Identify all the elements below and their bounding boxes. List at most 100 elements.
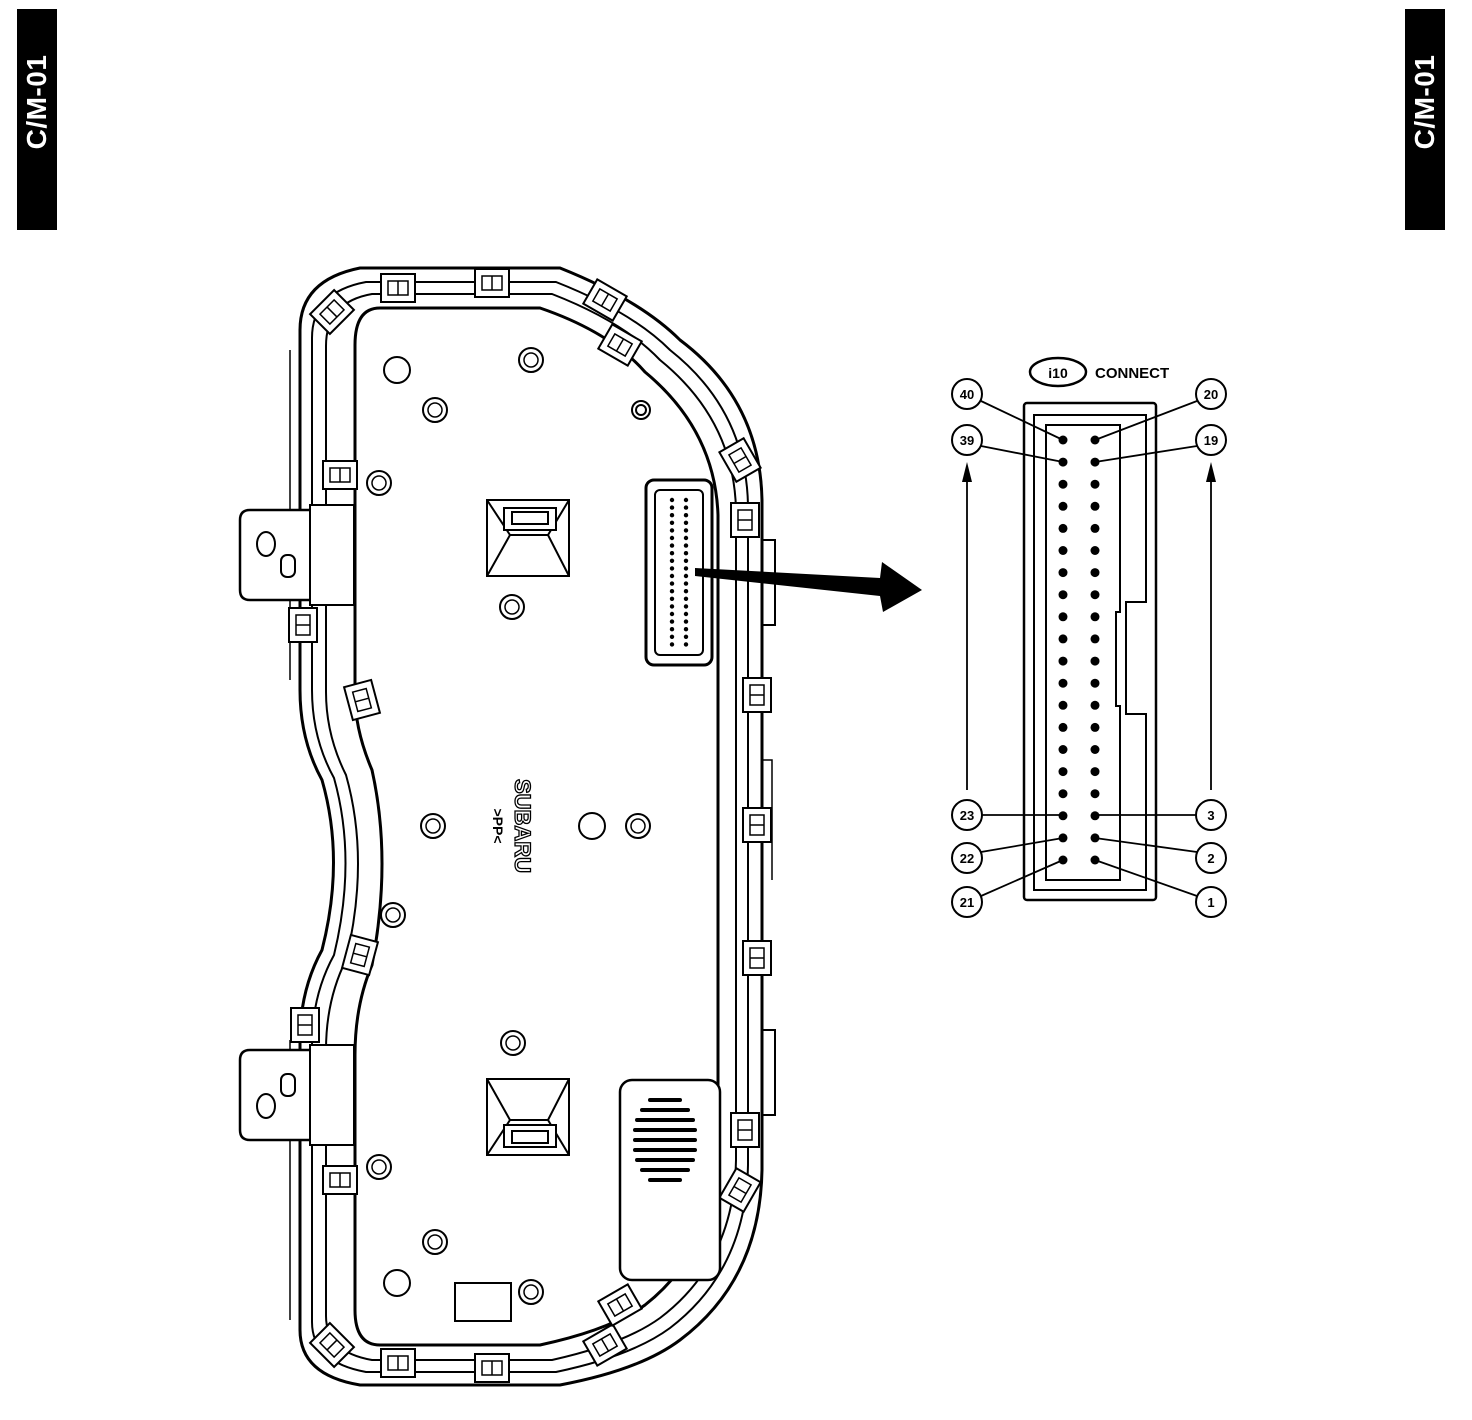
meter-connector-pin	[683, 581, 689, 586]
gauge-mount-lower	[486, 1078, 570, 1156]
page-tab-right: C/M-01	[1405, 9, 1445, 230]
meter-connector-pin	[669, 528, 675, 533]
mounting-bracket-lower	[238, 1044, 355, 1146]
meter-connector-pin	[683, 611, 689, 617]
meter-connector-pin	[669, 558, 675, 563]
connector-pin	[1090, 590, 1100, 600]
connector-pin	[1090, 700, 1100, 710]
connector-pin	[1058, 722, 1068, 732]
connector-pin	[1090, 722, 1100, 732]
meter-connector-pin	[683, 535, 689, 541]
callout-arrow	[695, 562, 922, 612]
connector-pin	[1090, 523, 1100, 533]
meter-connector-pin	[683, 573, 689, 579]
meter-connector	[644, 478, 714, 667]
connector-pin	[1090, 479, 1100, 489]
meter-connector-pin	[683, 627, 689, 632]
connector-title: CONNECT	[1095, 365, 1169, 382]
meter-connector-pin	[669, 627, 675, 632]
meter-connector-pin	[683, 589, 689, 594]
meter-connector-pin	[669, 543, 675, 548]
connector-pin	[1058, 634, 1068, 644]
pin-label-19: 19	[1204, 433, 1218, 448]
direction-arrowheads	[962, 462, 1216, 482]
pin-leaders	[966, 400, 1212, 897]
mounting-bracket-upper	[238, 504, 355, 606]
connector-pin	[1058, 457, 1068, 467]
connector-pin	[1058, 590, 1068, 600]
meter-connector-pin	[683, 558, 689, 563]
connector-pin	[1090, 678, 1100, 688]
meter-connector-pin	[669, 566, 675, 571]
connector-pin	[1058, 833, 1068, 843]
meter-housing	[289, 266, 776, 1387]
meter-connector-pin	[683, 543, 689, 548]
brand-logo-text: SUBARU	[510, 779, 535, 873]
pin-label-39: 39	[960, 433, 974, 448]
meter-connector-pin	[669, 619, 675, 624]
meter-connector-pin	[683, 596, 689, 601]
connector-pin	[1090, 612, 1100, 622]
pin-label-23: 23	[960, 808, 974, 823]
pin-label-2: 2	[1207, 851, 1214, 866]
connector-pin	[1058, 745, 1068, 754]
connector-pin	[1058, 568, 1068, 578]
meter-connector-pin	[669, 505, 675, 510]
connector-detail: i10 CONNECT	[951, 356, 1227, 918]
meter-connector-pin	[683, 619, 689, 624]
connector-pin	[1090, 745, 1100, 754]
pin-label-1: 1	[1207, 895, 1214, 910]
connector-pin	[1058, 612, 1068, 622]
meter-connector-pin	[669, 551, 675, 556]
connector-pin	[1090, 656, 1100, 666]
meter-connector-pin	[683, 497, 689, 503]
connector-id-badge	[1028, 356, 1088, 388]
connector-pin	[1058, 767, 1068, 777]
gauge-mount-upper	[486, 499, 570, 577]
pin-label-21: 21	[960, 895, 974, 910]
meter-connector-pin	[683, 520, 689, 525]
connector-pin	[1058, 656, 1068, 666]
meter-connector-pin	[683, 634, 689, 639]
meter-connector-pin	[669, 634, 675, 639]
label-plate	[454, 1282, 512, 1322]
connector-pin	[1090, 501, 1100, 511]
pin-label-22: 22	[960, 851, 974, 866]
meter-connector-pin	[669, 611, 675, 617]
meter-connector-pin	[669, 497, 675, 503]
connector-id-label: i10	[1048, 365, 1068, 381]
connector-pin	[1058, 546, 1068, 555]
connector-pin	[1058, 700, 1068, 710]
meter-connector-pin	[669, 604, 675, 609]
meter-connector-pin	[669, 535, 675, 541]
buzzer-grille	[618, 1078, 722, 1282]
connector-pin	[1058, 789, 1068, 799]
meter-connector-pin	[683, 513, 689, 518]
meter-connector-pin	[683, 642, 689, 647]
meter-connector-pin	[669, 573, 675, 579]
pin-label-40: 40	[960, 387, 974, 402]
connector-pin	[1090, 457, 1100, 467]
meter-connector-pin	[669, 520, 675, 525]
pin-callouts	[951, 378, 1227, 918]
meter-connector-pin	[683, 604, 689, 609]
connector-pin	[1090, 568, 1100, 578]
mounting-holes	[366, 347, 651, 1305]
connector-pin	[1058, 501, 1068, 511]
connector-pin	[1090, 833, 1100, 843]
meter-connector-pin	[669, 596, 675, 601]
meter-connector-pin	[669, 589, 675, 594]
connector-pin	[1058, 479, 1068, 489]
connector-pin	[1090, 767, 1100, 777]
material-mark: >PP<	[490, 808, 506, 843]
meter-connector-pin	[683, 551, 689, 556]
meter-connector-pin	[683, 566, 689, 571]
pin-label-3: 3	[1207, 808, 1214, 823]
page-tab-left: C/M-01	[17, 9, 57, 230]
connector-pin	[1058, 523, 1068, 533]
meter-connector-pin	[669, 642, 675, 647]
meter-connector-pin	[683, 505, 689, 510]
pin-label-20: 20	[1204, 387, 1218, 402]
connector-pin	[1090, 789, 1100, 799]
